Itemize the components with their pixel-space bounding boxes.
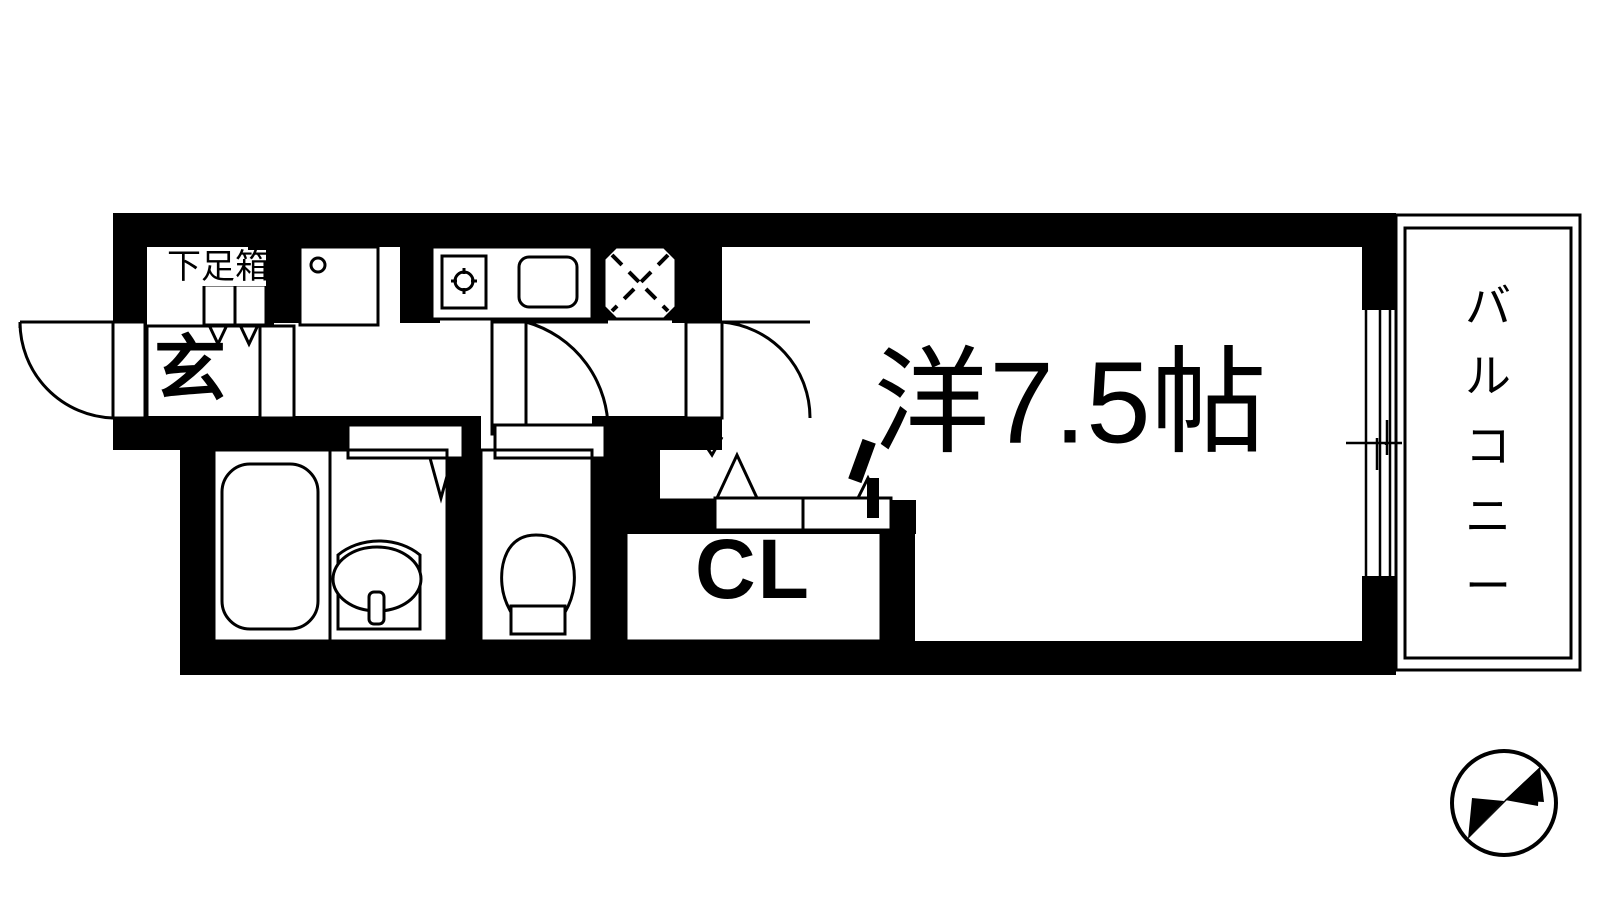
balcony-label-ch2: ル (1465, 350, 1511, 402)
appliance-space (298, 245, 380, 327)
shoe-cabinet-door-right[interactable] (238, 324, 260, 348)
room-door[interactable] (684, 320, 812, 420)
balcony-label-ch3: コ (1465, 420, 1511, 472)
bath-door[interactable] (346, 423, 465, 504)
entrance-label: 玄 (154, 330, 226, 410)
shoe-cabinet-label: 下足箱 (167, 248, 269, 286)
stove (440, 254, 488, 310)
western-room: 洋7.5帖 (873, 338, 1266, 468)
western-room-label: 洋7.5帖 (873, 338, 1266, 468)
balcony-window[interactable] (1346, 310, 1402, 578)
compass-rose (1450, 749, 1558, 857)
closet-label: CL (695, 522, 811, 616)
entrance-door[interactable] (18, 320, 147, 420)
closet-door-fold-left (715, 451, 759, 499)
shoe-cabinet: 下足箱 (167, 248, 269, 348)
balcony-label: バ ル コ ニ ー (1465, 280, 1511, 612)
balcony-label-ch4: ニ (1465, 490, 1511, 542)
shoe-cabinet-door-left[interactable] (207, 324, 229, 348)
washbasin (331, 539, 423, 631)
appliance-space-mark (309, 256, 327, 274)
closet: CL (624, 438, 893, 643)
kitchen-counter (298, 245, 678, 327)
bathtub (220, 462, 320, 631)
kitchen-door[interactable] (490, 320, 610, 436)
balcony-area: バ ル コ ニ ー (1394, 213, 1582, 672)
balcony-label-ch5: ー (1465, 560, 1511, 612)
toilet-tank (509, 604, 567, 636)
toilet-floor (479, 448, 594, 643)
toilet-door[interactable] (493, 423, 724, 460)
genkan-inner-door[interactable] (258, 324, 296, 420)
washbasin-faucet (367, 590, 386, 626)
balcony-label-ch1: バ (1465, 280, 1511, 332)
entrance-area: 玄 (18, 320, 296, 420)
corridor-doors (346, 320, 812, 504)
toilet-room (479, 448, 594, 643)
kitchen-sink (517, 255, 579, 309)
bathroom (212, 448, 449, 643)
